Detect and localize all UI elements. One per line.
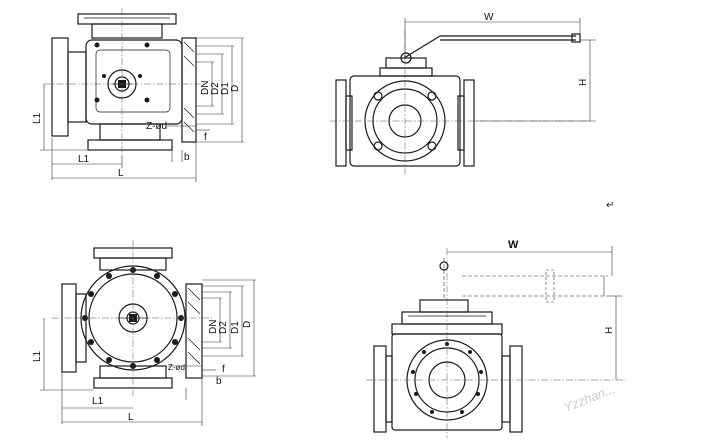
dim-label-d: D [242, 321, 253, 328]
return-mark: ↵ [606, 200, 614, 211]
dim-label-b: b [216, 376, 222, 387]
dim-label-b: b [184, 152, 190, 163]
dim-label-dn: DN [200, 81, 211, 95]
dim-label-h: H [604, 327, 615, 334]
top-right-view: W H ↵ [330, 12, 614, 211]
dim-label-dn: DN [208, 320, 219, 334]
dim-label-f: f [222, 364, 225, 375]
dim-label-d2: D2 [210, 82, 221, 95]
bolt-ring-right [411, 342, 483, 414]
dim-label-h: H [578, 79, 589, 86]
watermark: Yzzhan... [561, 381, 617, 415]
dim-label-z-od: Z-ød [146, 121, 167, 132]
dim-label-l1-horizontal: L1 [78, 154, 90, 165]
dim-label-l: L [128, 412, 134, 423]
dim-label-f: f [204, 132, 207, 143]
bottom-right-view: W H [366, 239, 626, 438]
dim-label-l: L [118, 168, 124, 179]
dim-label-z-od: Z-ød [168, 363, 185, 372]
bolt-ring [82, 267, 184, 369]
dim-label-d1: D1 [220, 82, 231, 95]
dim-label-d: D [230, 85, 241, 92]
dim-label-l1-vertical: L1 [32, 112, 43, 124]
dim-label-l1-vertical: L1 [32, 350, 43, 362]
dim-label-d1: D1 [230, 321, 241, 334]
top-left-view: DN D2 D1 D L1 L1 L Z-ød f b [32, 8, 244, 182]
bottom-left-view: DN D2 D1 D L1 L1 L Z-ød f b [32, 240, 256, 426]
dim-label-l1-horizontal: L1 [92, 396, 104, 407]
dim-label-d2: D2 [218, 321, 229, 334]
dim-label-w: W [508, 239, 519, 251]
dim-label-w: W [484, 12, 494, 23]
